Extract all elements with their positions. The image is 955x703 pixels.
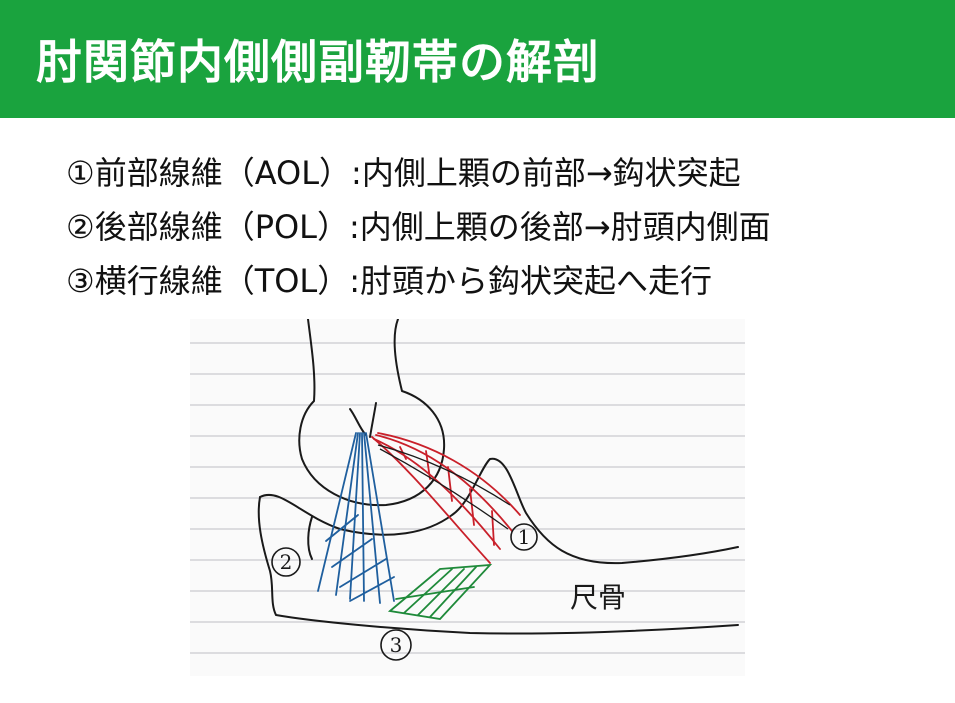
ligament-sketch: 1 2 3 尺骨 — [190, 319, 745, 676]
bullet-tol: ③横行線維（TOL）:肘頭から鈎状突起へ走行 — [66, 254, 936, 308]
bone-outline — [259, 319, 738, 634]
slide-title: 肘関節内側側副靭帯の解剖 — [36, 26, 600, 92]
pol-fibers — [318, 433, 394, 603]
bullet-aol: ①前部線維（AOL）:内側上顆の前部→鈎状突起 — [66, 146, 936, 200]
bullet-pol: ②後部線維（POL）:内側上顆の後部→肘頭内側面 — [66, 200, 936, 254]
figure-labels: 1 2 3 尺骨 — [272, 524, 626, 660]
label-tol: 3 — [390, 633, 403, 657]
title-bar: 肘関節内側側副靭帯の解剖 — [0, 0, 955, 118]
bullet-list: ①前部線維（AOL）:内側上顆の前部→鈎状突起 ②後部線維（POL）:内側上顆の… — [66, 146, 936, 308]
label-ulna: 尺骨 — [570, 581, 626, 614]
tol-fibers — [390, 565, 490, 619]
ligament-drawing: 1 2 3 尺骨 — [190, 319, 745, 676]
label-pol: 2 — [280, 550, 293, 574]
label-aol: 1 — [518, 525, 531, 549]
